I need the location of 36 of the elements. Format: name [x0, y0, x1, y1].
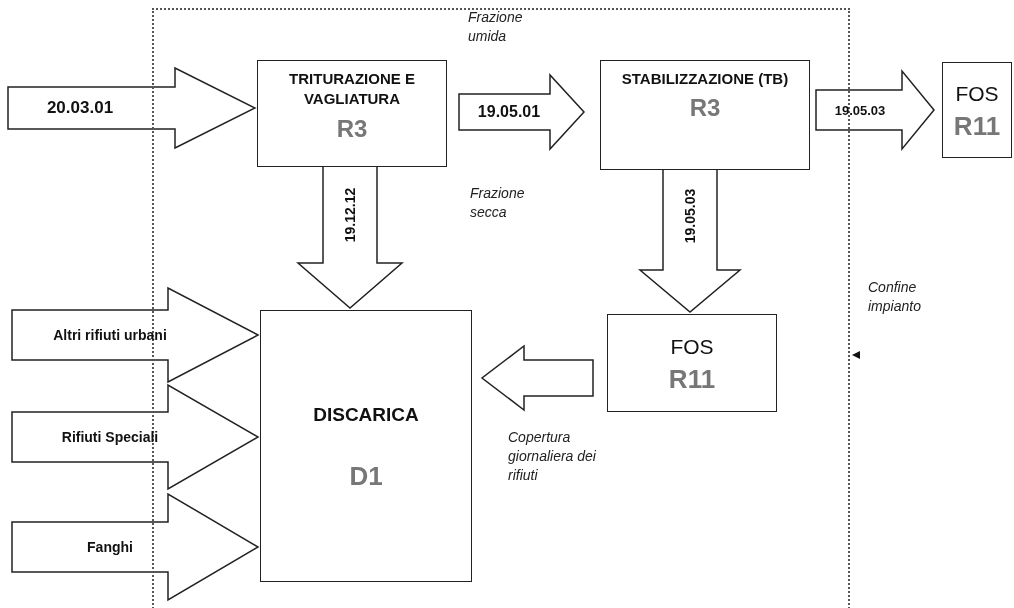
- block-arrow: [11, 286, 260, 384]
- box-title: FOS: [955, 80, 999, 107]
- operation-code: D1: [349, 461, 383, 491]
- block-arrow: [458, 73, 585, 151]
- process-box: [260, 310, 472, 582]
- box-title: STABILIZZAZIONE (TB): [621, 69, 789, 89]
- edge-label: 20.03.01: [46, 98, 114, 118]
- block-arrow: [480, 344, 594, 412]
- operation-code: R3: [336, 115, 368, 142]
- process-box: [607, 314, 777, 412]
- boundary-label: Confine impianto: [868, 278, 922, 316]
- edge-label: Fanghi: [87, 539, 133, 555]
- edge-label: Altri rifiuti urbani: [53, 327, 167, 343]
- box-title: TRITURAZIONE E VAGLIATURA: [288, 69, 416, 110]
- block-arrow: [11, 383, 260, 491]
- operation-code: R11: [953, 111, 1001, 141]
- box-title: DISCARICA: [313, 402, 419, 427]
- block-arrow: [11, 492, 260, 602]
- process-box: [257, 60, 447, 167]
- operation-code: R3: [689, 95, 721, 122]
- edge-label: 19.12.12: [342, 187, 358, 243]
- operation-code: R11: [668, 364, 716, 394]
- block-arrow: [637, 167, 743, 313]
- annotation-text: Frazione secca: [470, 184, 526, 222]
- process-box: [942, 62, 1012, 158]
- edge-label: 19.05.03: [682, 188, 698, 244]
- block-arrow: [296, 164, 404, 309]
- annotation-text: Frazione umida: [468, 8, 524, 46]
- edge-label: Rifiuti Speciali: [61, 429, 159, 445]
- process-box: [600, 60, 810, 170]
- block-arrow: [7, 66, 257, 150]
- block-arrow: [815, 68, 935, 152]
- annotation-text: Copertura giornaliera dei rifiuti: [508, 428, 597, 485]
- edge-label: 19.05.03: [834, 102, 886, 118]
- edge-label: 19.05.01: [477, 103, 541, 121]
- box-title: FOS: [670, 333, 714, 360]
